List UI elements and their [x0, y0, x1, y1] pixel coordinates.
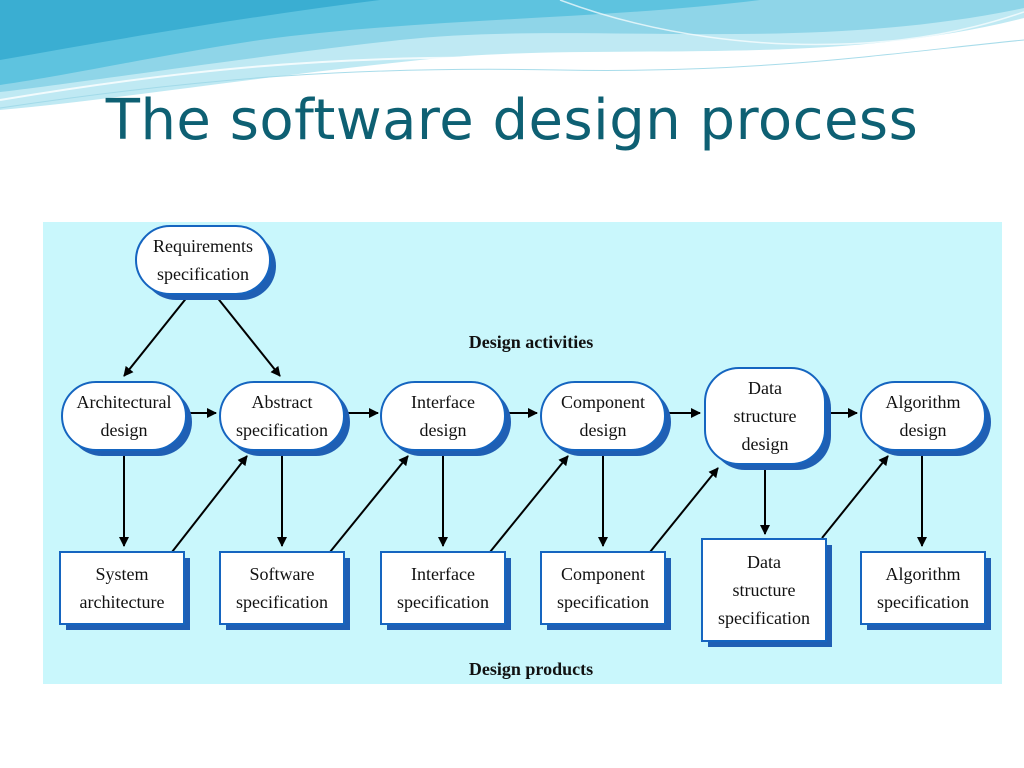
- node-box: [59, 551, 185, 625]
- node-label-line: specification: [718, 608, 810, 628]
- product-system-architecture: System architecture: [59, 551, 190, 630]
- node-label-line: architecture: [80, 592, 165, 612]
- node-label-line: design: [101, 420, 148, 440]
- node-box: [860, 381, 986, 451]
- node-label-line: specification: [236, 420, 328, 440]
- node-label-line: Abstract: [252, 392, 313, 412]
- node-label-line: specification: [236, 592, 328, 612]
- node-requirements-specification: Requirements specification: [135, 225, 276, 300]
- node-interface-design: Interface design: [380, 381, 511, 456]
- node-label-line: Requirements: [153, 236, 253, 256]
- node-label-line: Interface: [411, 392, 475, 412]
- design-products-label: Design products: [469, 659, 593, 679]
- product-interface-specification: Interface specification: [380, 551, 511, 630]
- node-label-line: design: [420, 420, 467, 440]
- node-label-line: design: [900, 420, 947, 440]
- arrow-interface-spec-to-component: [489, 455, 569, 553]
- node-box: [540, 381, 666, 451]
- node-label-line: System: [95, 564, 148, 584]
- diagram-nodes: RequirementsspecificationArchitecturalde…: [59, 225, 991, 647]
- node-label-line: design: [742, 434, 789, 454]
- node-box: [380, 551, 506, 625]
- node-label-line: Algorithm: [886, 564, 961, 584]
- node-label-line: Interface: [411, 564, 475, 584]
- arrow-requirements-to-abstract: [215, 295, 281, 377]
- node-label-line: Architectural: [77, 392, 172, 412]
- node-box: [219, 551, 345, 625]
- arrow-software-spec-to-interface: [329, 455, 409, 553]
- node-box: [540, 551, 666, 625]
- arrow-system-architecture-to-abstract: [171, 455, 248, 553]
- node-algorithm-design: Algorithm design: [860, 381, 991, 456]
- node-label-line: Data: [747, 552, 781, 572]
- arrow-data-structure-spec-to-algorithm: [821, 455, 889, 539]
- node-label-line: specification: [877, 592, 969, 612]
- node-component-design: Component design: [540, 381, 671, 456]
- arrow-requirements-to-architectural: [123, 295, 189, 377]
- flow-arrows: [119, 295, 927, 553]
- node-box: [61, 381, 187, 451]
- node-box: [704, 367, 826, 465]
- node-label-line: Algorithm: [886, 392, 961, 412]
- node-label-line: design: [580, 420, 627, 440]
- node-label-line: Software: [250, 564, 315, 584]
- slide-title: The software design process: [105, 88, 919, 153]
- node-label-line: structure: [734, 406, 797, 426]
- product-component-specification: Component specification: [540, 551, 671, 630]
- node-abstract-specification: Abstract specification: [219, 381, 350, 456]
- node-box: [219, 381, 345, 451]
- node-label-line: Component: [561, 392, 645, 412]
- node-box: [135, 225, 271, 295]
- node-box: [701, 538, 827, 642]
- node-label-line: Data: [748, 378, 782, 398]
- design-activities-label: Design activities: [469, 332, 593, 352]
- node-label-line: specification: [397, 592, 489, 612]
- arrow-component-spec-to-data-structure: [649, 467, 719, 553]
- product-algorithm-specification: Algorithm specification: [860, 551, 991, 630]
- node-data-structure-design: Data structure design: [704, 367, 831, 470]
- node-label-line: specification: [157, 264, 249, 284]
- node-label-line: structure: [733, 580, 796, 600]
- node-box: [380, 381, 506, 451]
- node-architectural-design: Architectural design: [61, 381, 192, 456]
- node-label-line: specification: [557, 592, 649, 612]
- node-label-line: Component: [561, 564, 645, 584]
- product-data-structure-specification: Data structure specification: [701, 538, 832, 647]
- product-software-specification: Software specification: [219, 551, 350, 630]
- node-box: [860, 551, 986, 625]
